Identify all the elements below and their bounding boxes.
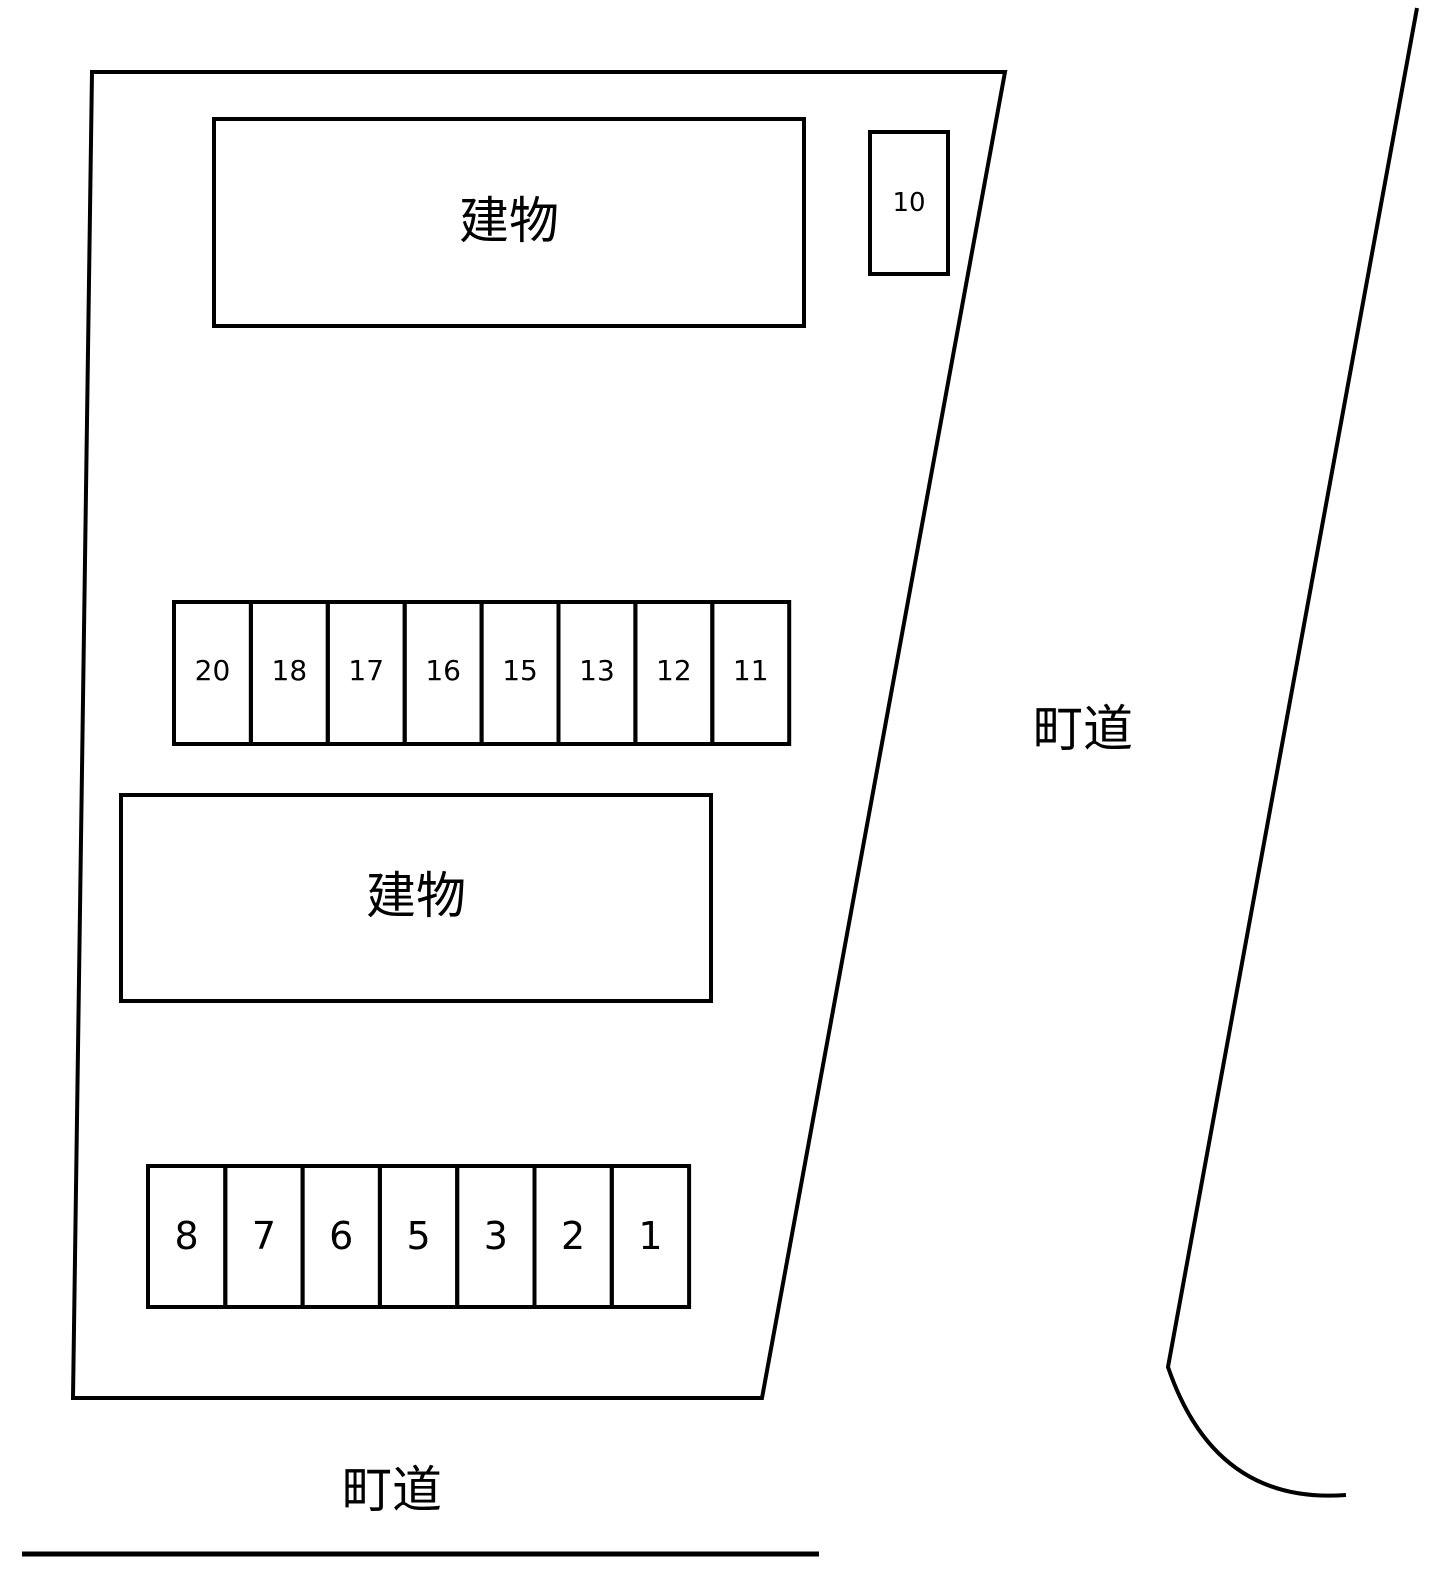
parking-space-label: 11 — [733, 654, 769, 687]
parking-space-label: 10 — [892, 188, 925, 218]
parking-space-12: 12 — [633, 600, 715, 746]
parking-space-15: 15 — [479, 600, 561, 746]
parking-space-label: 1 — [638, 1214, 662, 1258]
parking-space-3: 3 — [455, 1164, 537, 1309]
parking-space-10: 10 — [868, 130, 950, 276]
parking-space-6: 6 — [300, 1164, 382, 1309]
parking-space-label: 6 — [329, 1214, 353, 1258]
parking-space-2: 2 — [532, 1164, 614, 1309]
parking-space-label: 18 — [272, 654, 308, 687]
parking-row-upper: 20 18 17 16 15 13 12 11 — [172, 600, 792, 746]
parking-space-label: 15 — [502, 654, 538, 687]
parking-space-7: 7 — [223, 1164, 305, 1309]
parking-space-label: 12 — [656, 654, 692, 687]
lot-boundary — [70, 70, 1008, 1400]
parking-space-label: 16 — [425, 654, 461, 687]
parking-space-label: 7 — [252, 1214, 276, 1258]
parking-space-8: 8 — [146, 1164, 228, 1309]
parking-row-lower: 8 7 6 5 3 2 1 — [146, 1164, 692, 1309]
parking-space-label: 17 — [348, 654, 384, 687]
parking-space-18: 18 — [248, 600, 330, 746]
parking-space-20: 20 — [172, 600, 253, 746]
parking-space-label: 2 — [561, 1214, 585, 1258]
parking-space-16: 16 — [402, 600, 484, 746]
parking-space-17: 17 — [325, 600, 407, 746]
parking-space-label: 20 — [195, 654, 231, 687]
parking-space-label: 3 — [484, 1214, 508, 1258]
parking-space-label: 13 — [579, 654, 615, 687]
parking-space-11: 11 — [710, 600, 792, 746]
parking-space-label: 8 — [175, 1214, 199, 1258]
road-label-east: 町道 — [1033, 700, 1133, 758]
road-edge-east — [1165, 7, 1419, 1498]
parking-space-label: 5 — [406, 1214, 430, 1258]
building-north: 建物 — [212, 117, 806, 328]
road-label-south: 町道 — [342, 1461, 442, 1519]
parking-space-1: 1 — [609, 1164, 692, 1309]
building-south-label: 建物 — [366, 867, 466, 925]
parking-space-13: 13 — [556, 600, 638, 746]
parking-space-5: 5 — [377, 1164, 460, 1309]
building-north-label: 建物 — [459, 192, 559, 250]
building-south: 建物 — [119, 793, 713, 1003]
